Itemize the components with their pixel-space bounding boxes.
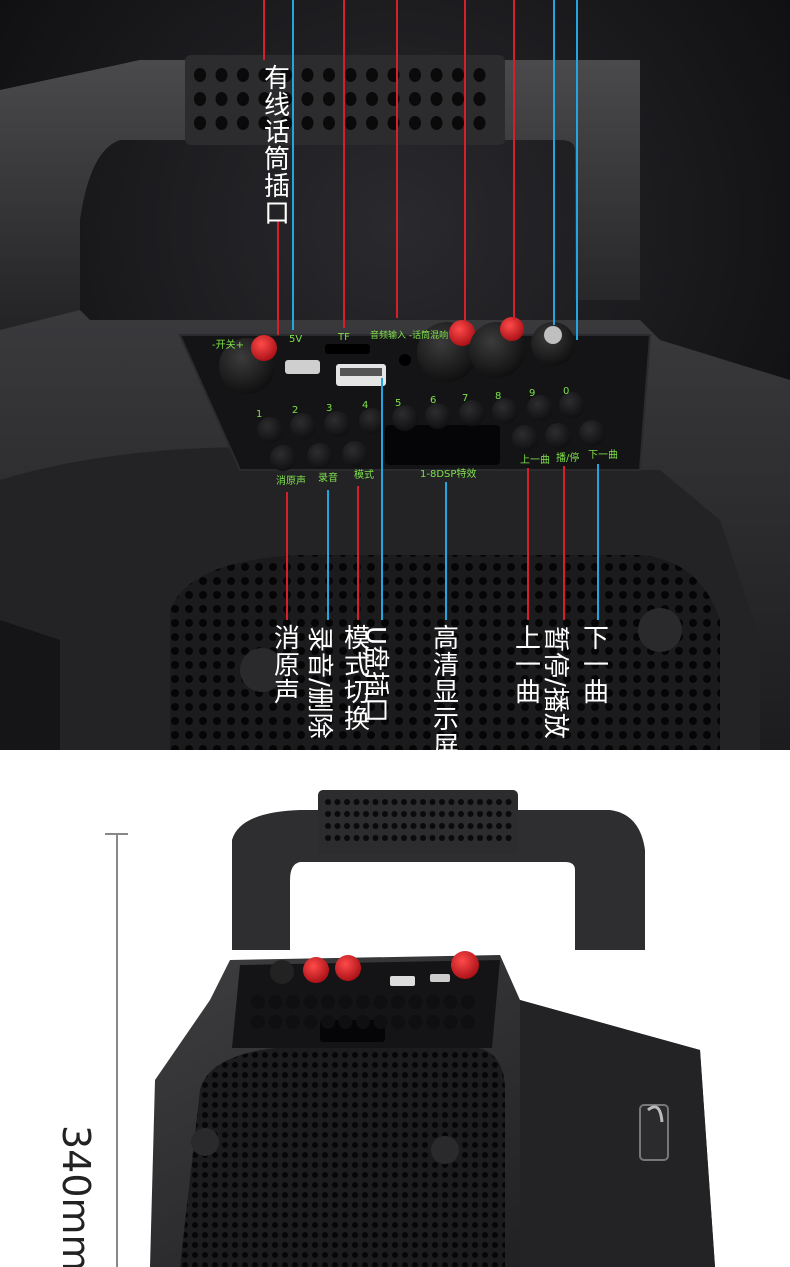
panel-num-8: 8 [495,391,501,402]
panel-num-2: 2 [292,405,298,416]
bottom-dimension-panel: 340mm [0,750,790,1267]
panel-num-9: 9 [529,388,535,399]
panel-label-prev: 上一曲 [520,454,550,466]
panel-label-tf: TF [337,332,350,343]
display-screen [385,425,500,465]
panel-num-4: 4 [362,400,368,411]
panel-label-mode: 模式 [354,468,374,481]
callout-vocal-cut: 消原声 [272,626,302,707]
micro-usb-port [285,360,320,374]
panel-label-pause: 播/停 [556,451,579,464]
tf-slot [325,344,370,354]
panel-label-dsp: 1-8DSP特效 [420,467,476,480]
panel-label-power: -开关+ [212,338,244,351]
speaker-full-illustration [0,750,790,1267]
height-dimension-text: 340mm [54,1125,98,1267]
mic-volume-knob [531,322,575,366]
panel-label-audio-in: 音频输入 -话筒混响 [370,329,448,341]
panel-num-6: 6 [430,395,436,406]
grill-screw [638,608,682,652]
panel-num-0: 0 [563,386,569,397]
panel-num-3: 3 [326,403,332,414]
callout-next: 下一曲 [581,626,611,707]
panel-num-1: 1 [256,409,262,420]
top-closeup-panel: -开关+ 5V TF 音频输入 -话筒混响 1 2 3 4 5 6 7 8 9 … [0,0,790,750]
callout-record: 录音/删除 [303,626,340,739]
callout-usb: U盘插口 [359,626,396,723]
panel-label-5v: 5V [289,334,302,345]
callout-display: 高清显示屏 [431,626,461,750]
callout-mic-jack: 有线话筒插口 [262,66,292,228]
height-dimension-line [105,834,128,1267]
panel-num-5: 5 [395,398,401,409]
panel-label-vocal-cut: 消原声 [276,474,306,487]
callout-pause: 暂停/播放 [539,626,576,739]
panel-num-7: 7 [462,393,468,404]
panel-label-next: 下一曲 [588,449,618,461]
panel-label-record: 录音 [318,471,338,484]
